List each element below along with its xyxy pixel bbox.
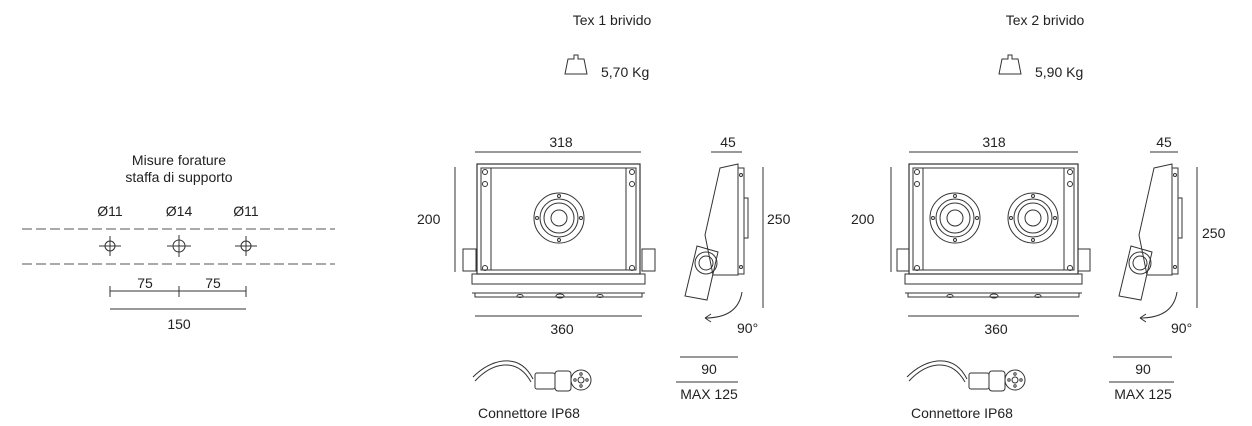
weight-icon <box>564 54 588 75</box>
side-height-dimension: 250 <box>767 211 791 227</box>
connector-label: Connettore IP68 <box>478 405 580 421</box>
product-name: Tex 2 brivido <box>1005 12 1085 28</box>
led-module-icon <box>533 192 585 244</box>
clearance-lines-1 <box>676 356 738 383</box>
hole-diameter-left: Ø11 <box>97 203 123 219</box>
clearance-dimension: 90 <box>1135 361 1151 377</box>
bracket-width-dimension: 360 <box>550 321 574 337</box>
front-height-dimension: 200 <box>417 211 441 227</box>
side-view-2 <box>1118 151 1198 308</box>
connector-label: Connettore IP68 <box>911 405 1013 421</box>
product-weight: 5,90 Kg <box>1035 64 1084 80</box>
bracket-width-dimension: 360 <box>984 321 1008 337</box>
hole-left <box>99 236 121 256</box>
tilt-angle: 90° <box>1171 320 1193 336</box>
tilt-angle: 90° <box>737 320 759 336</box>
product-weight: 5,70 Kg <box>601 64 650 80</box>
connector-icon <box>472 360 592 392</box>
hole-diameter-center: Ø14 <box>165 203 193 219</box>
holes-title-line2: staffa di supporto <box>125 169 233 185</box>
front-width-dimension: 318 <box>549 134 573 150</box>
spacing-dimension-lines <box>109 286 247 310</box>
hole-spacing-left: 75 <box>137 275 153 291</box>
weight-icon <box>998 54 1022 75</box>
led-module-icon <box>1007 192 1059 244</box>
hole-center <box>167 235 191 257</box>
tilt-arrow <box>1139 291 1178 323</box>
clearance-dimension: 90 <box>701 361 717 377</box>
front-height-dimension: 200 <box>851 211 875 227</box>
hole-diameter-right: Ø11 <box>233 203 259 219</box>
side-depth-dimension: 45 <box>720 134 736 150</box>
front-view-2 <box>890 151 1091 317</box>
side-height-dimension: 250 <box>1202 225 1226 241</box>
hole-right <box>235 236 257 256</box>
hole-spacing-total: 150 <box>167 316 191 332</box>
hole-layout-drawing <box>22 228 335 310</box>
front-view-1 <box>454 151 656 317</box>
product-name: Tex 1 brivido <box>572 12 652 28</box>
max-clearance-dimension: MAX 125 <box>1114 386 1172 402</box>
led-module-icon <box>929 192 981 244</box>
max-clearance-dimension: MAX 125 <box>680 386 738 402</box>
side-view-1 <box>684 151 764 308</box>
clearance-lines-2 <box>1109 356 1174 383</box>
holes-title-line1: Misure forature <box>131 152 227 168</box>
hole-spacing-right: 75 <box>205 275 221 291</box>
connector-icon <box>906 360 1026 392</box>
front-width-dimension: 318 <box>982 134 1006 150</box>
tilt-arrow <box>704 291 743 323</box>
side-depth-dimension: 45 <box>1156 134 1172 150</box>
